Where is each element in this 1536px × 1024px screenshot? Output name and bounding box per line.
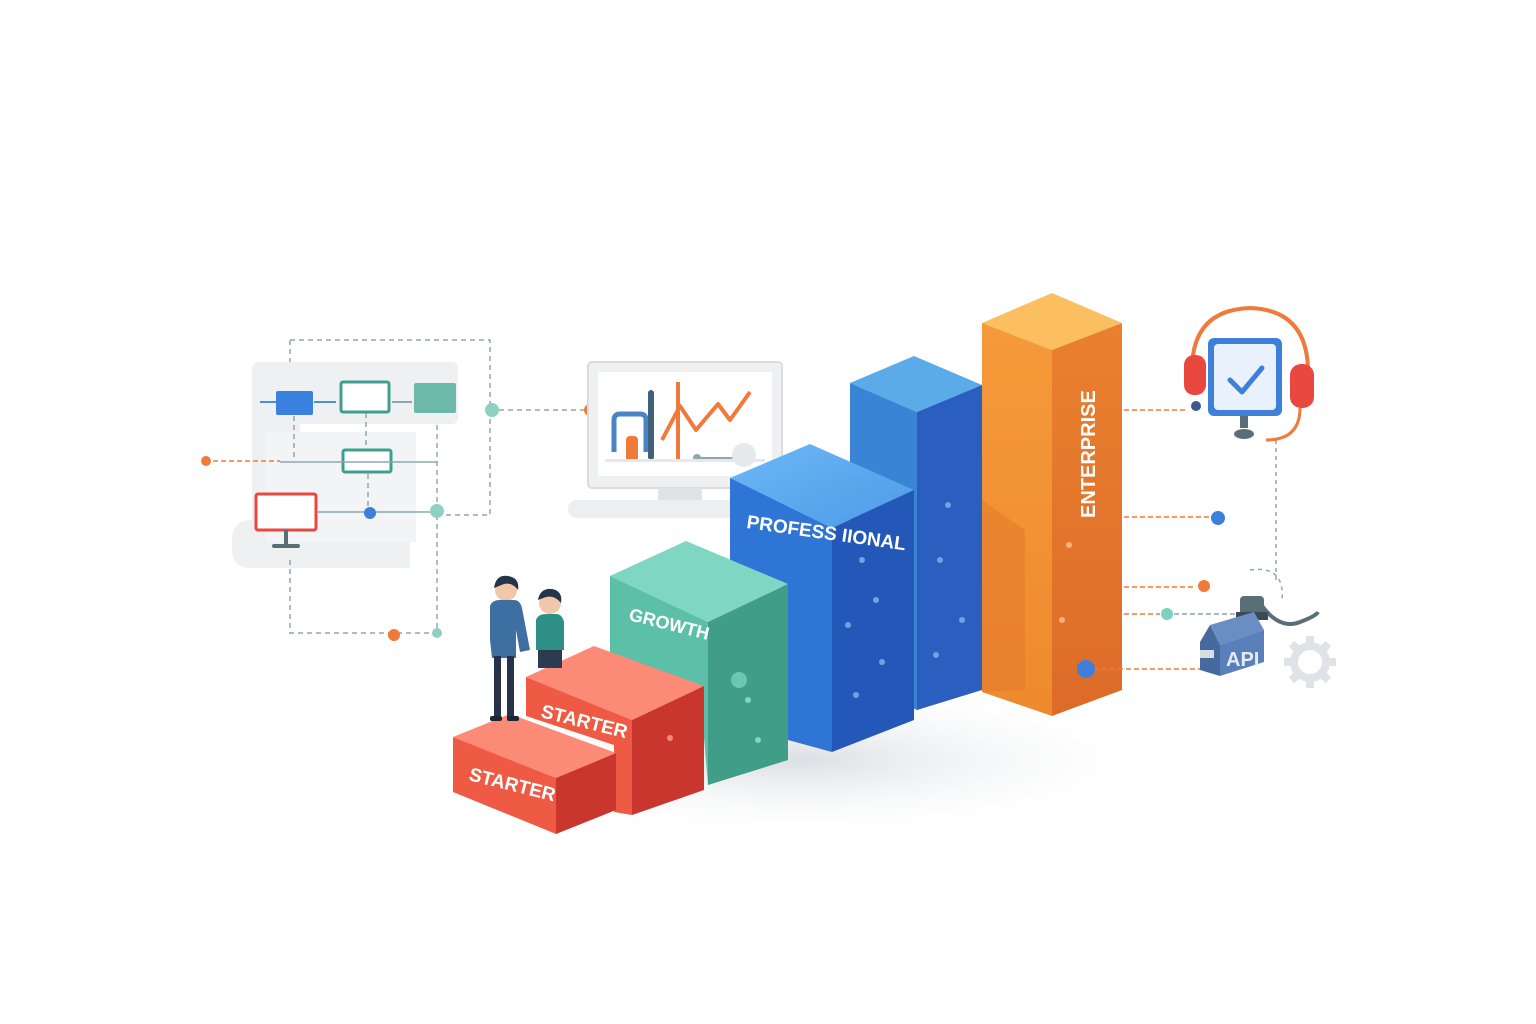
tier-block-growth bbox=[610, 541, 788, 785]
analytics-monitor-icon bbox=[568, 361, 783, 518]
tier-blocks bbox=[453, 293, 1122, 834]
tier-block-starter-low bbox=[453, 714, 616, 834]
tier-label-enterprise: ENTERPRISE bbox=[1078, 390, 1100, 518]
people-icon bbox=[490, 575, 564, 721]
tier-block-enterprise bbox=[982, 293, 1122, 716]
support-headset-icon bbox=[1184, 305, 1314, 442]
tier-block-professional bbox=[730, 444, 914, 752]
workflow-diagram-icon bbox=[201, 339, 596, 641]
tier-block-starter-high bbox=[526, 646, 704, 815]
api-connector-icon: API bbox=[1200, 596, 1320, 676]
api-label: API bbox=[1226, 649, 1259, 671]
gear-icon bbox=[1284, 636, 1336, 688]
right-connectors bbox=[1077, 401, 1283, 678]
